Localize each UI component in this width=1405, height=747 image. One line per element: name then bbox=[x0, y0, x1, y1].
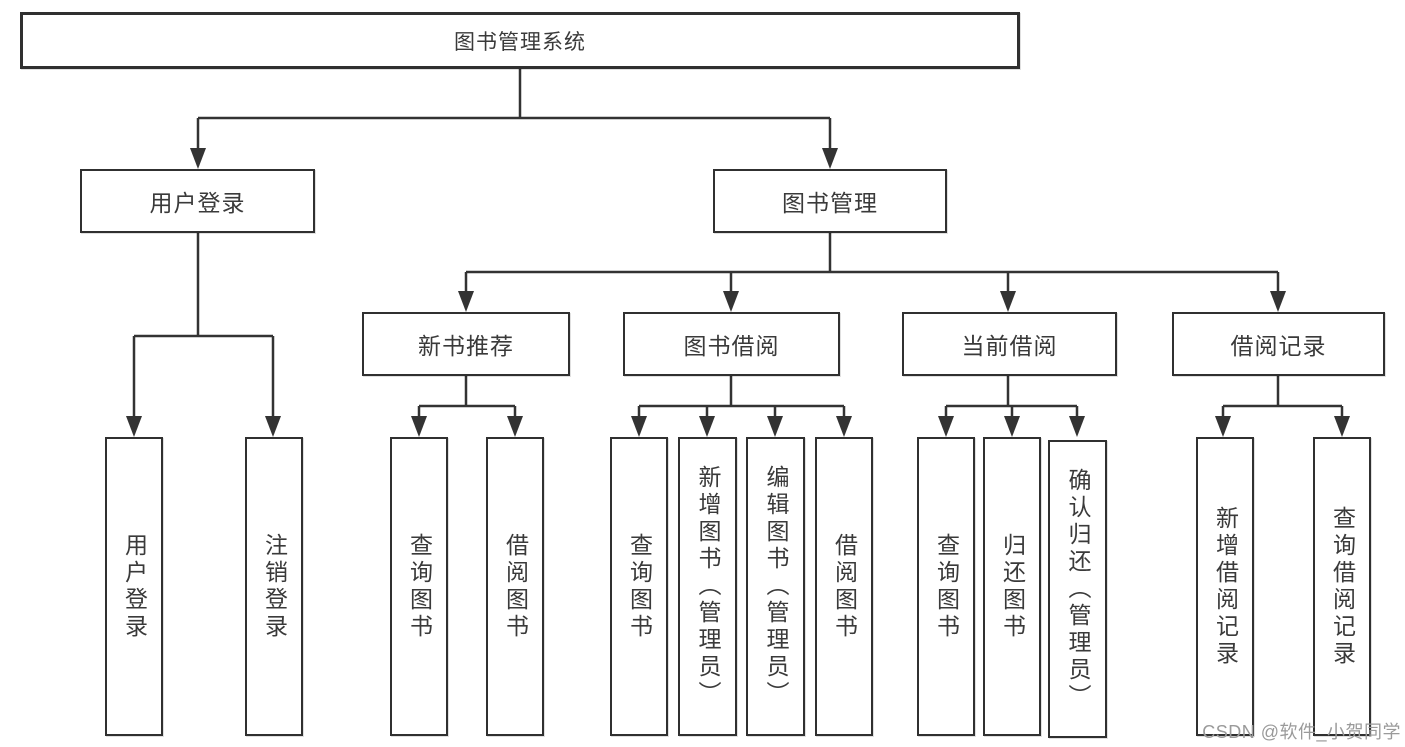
node-label: 编辑图书（管理员） bbox=[763, 465, 789, 708]
node-label: 借阅记录 bbox=[1230, 333, 1327, 359]
node-label: 查询图书 bbox=[406, 532, 433, 641]
leaf-br-query-record: 查询借阅记录 bbox=[1313, 437, 1371, 736]
leaf-logout: 注销登录 bbox=[245, 437, 303, 736]
leaf-bb-add-books-admin: 新增图书（管理员） bbox=[678, 437, 737, 736]
node-label: 查询图书 bbox=[626, 532, 653, 641]
node-library-management-system: 图书管理系统 bbox=[20, 12, 1020, 69]
leaf-cb-confirm-return-admin: 确认归还（管理员） bbox=[1048, 440, 1107, 738]
node-label: 图书借阅 bbox=[683, 333, 780, 359]
csdn-watermark: CSDN @软件_小贺同学 bbox=[1202, 722, 1401, 742]
node-label: 注销登录 bbox=[261, 532, 288, 641]
node-book-management: 图书管理 bbox=[713, 169, 947, 233]
node-label: 借阅图书 bbox=[831, 532, 858, 641]
node-borrowing-records: 借阅记录 bbox=[1172, 312, 1385, 376]
leaf-bb-query-books: 查询图书 bbox=[610, 437, 668, 736]
leaf-user-login: 用户登录 bbox=[105, 437, 163, 736]
leaf-bb-borrow-books: 借阅图书 bbox=[815, 437, 873, 736]
node-label: 用户登录 bbox=[149, 190, 246, 216]
leaf-cb-query-books: 查询图书 bbox=[917, 437, 975, 736]
node-label: 查询图书 bbox=[933, 532, 960, 641]
node-label: 当前借阅 bbox=[961, 333, 1058, 359]
leaf-nbr-borrow-books: 借阅图书 bbox=[486, 437, 544, 736]
leaf-br-add-record: 新增借阅记录 bbox=[1196, 437, 1254, 736]
node-label: 图书管理系统 bbox=[454, 30, 586, 54]
node-label: 图书管理 bbox=[782, 190, 878, 216]
node-new-book-recommendation: 新书推荐 bbox=[362, 312, 570, 376]
node-label: 用户登录 bbox=[121, 532, 148, 641]
node-label: 新增图书（管理员） bbox=[695, 465, 721, 708]
node-label: 新书推荐 bbox=[418, 333, 514, 359]
node-label: 归还图书 bbox=[999, 532, 1026, 641]
node-book-borrowing: 图书借阅 bbox=[623, 312, 840, 376]
leaf-nbr-query-books: 查询图书 bbox=[390, 437, 448, 736]
node-label: 借阅图书 bbox=[502, 532, 529, 641]
node-user-login: 用户登录 bbox=[80, 169, 315, 233]
node-label: 查询借阅记录 bbox=[1329, 505, 1356, 668]
leaf-bb-edit-books-admin: 编辑图书（管理员） bbox=[746, 437, 805, 736]
node-label: 确认归还（管理员） bbox=[1065, 467, 1091, 711]
leaf-cb-return-books: 归还图书 bbox=[983, 437, 1041, 736]
node-current-borrowing: 当前借阅 bbox=[902, 312, 1117, 376]
node-label: 新增借阅记录 bbox=[1212, 505, 1239, 668]
